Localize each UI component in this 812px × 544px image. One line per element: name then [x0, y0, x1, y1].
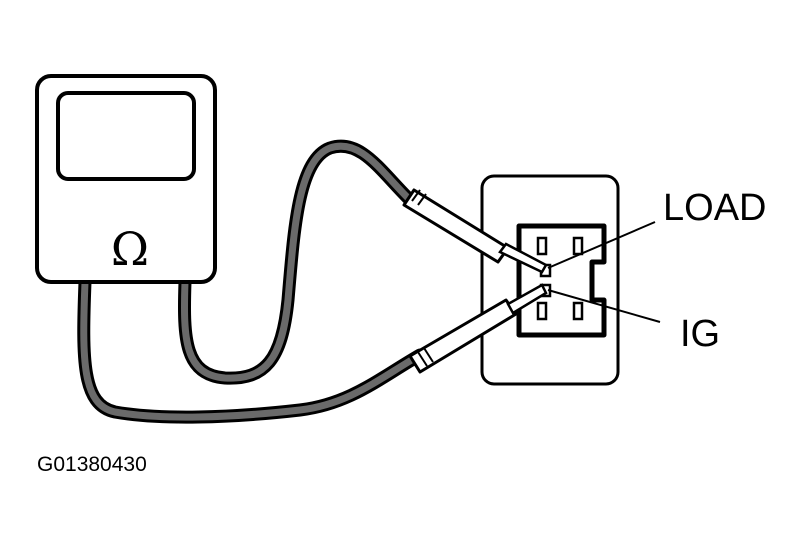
- load-leader-line: [547, 221, 656, 269]
- figure-code: G01380430: [37, 453, 147, 476]
- ig-leader-line: [547, 289, 661, 323]
- terminal-pin: [572, 301, 584, 321]
- terminal-pin: [572, 236, 584, 256]
- test-leads: [77, 139, 427, 424]
- meter-display: [56, 91, 196, 181]
- terminal-pin: [536, 301, 548, 321]
- terminal-block: [516, 223, 607, 338]
- lower-lead-cable: [77, 275, 427, 424]
- ig-label: IG: [680, 313, 720, 355]
- terminal-pin: [536, 236, 548, 256]
- upper-probe: [402, 188, 548, 274]
- upper-lead-cable: [177, 139, 415, 385]
- lower-probe: [408, 283, 548, 374]
- ohm-symbol: Ω: [111, 222, 149, 276]
- ohmmeter-icon: Ω: [35, 74, 217, 284]
- connector-icon: [480, 174, 620, 386]
- load-label: LOAD: [663, 187, 766, 229]
